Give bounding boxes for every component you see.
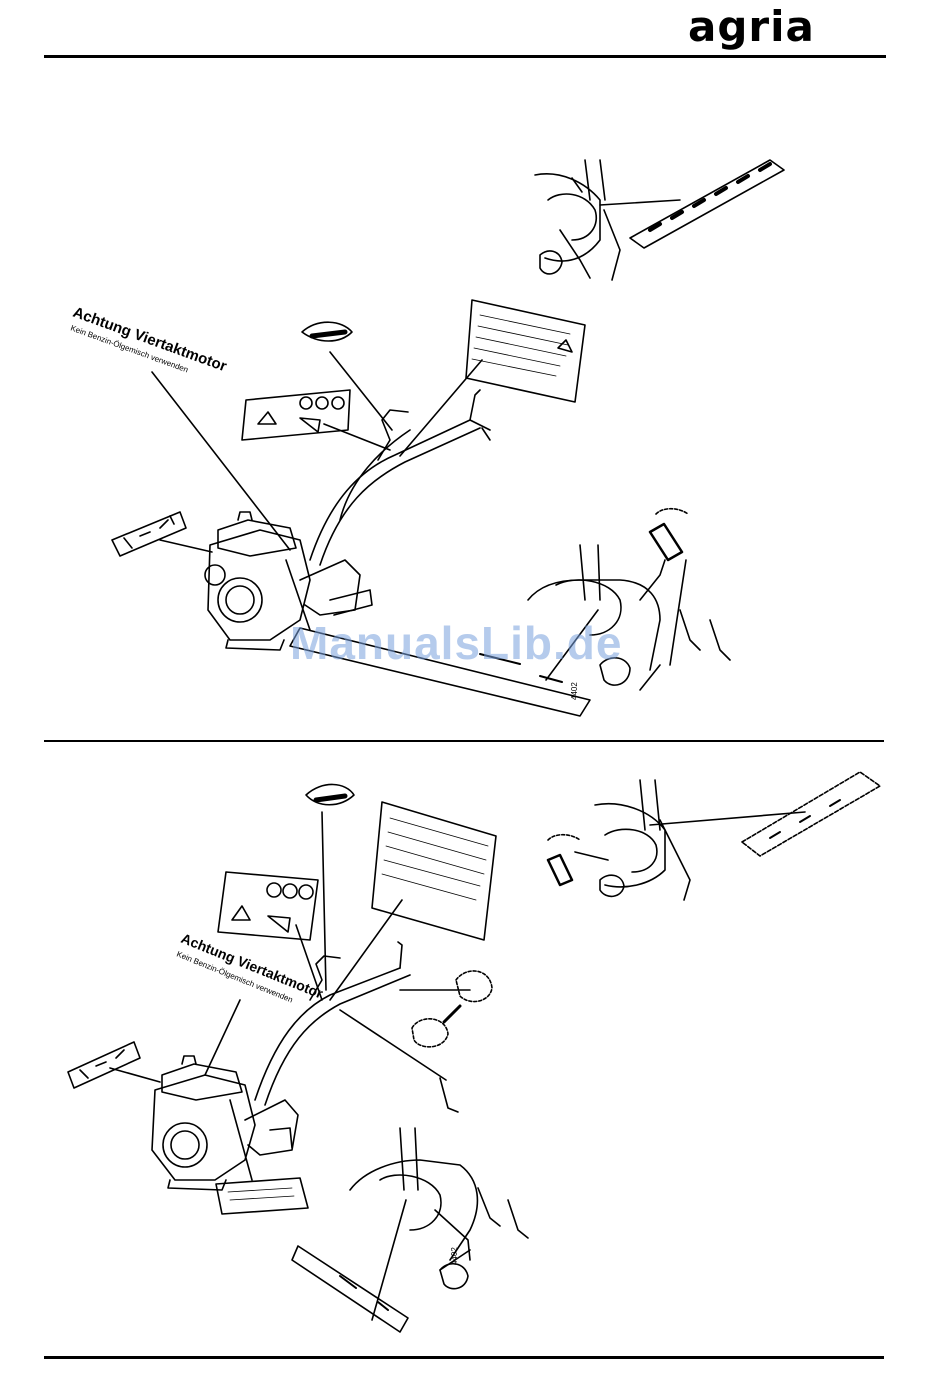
bottom-symbol-decal xyxy=(218,872,318,940)
watermark: ManualsLib.de xyxy=(290,616,670,670)
bottom-code: 4402 xyxy=(450,1247,459,1265)
bottom-floor-decal xyxy=(292,1246,408,1332)
bottom-hitch-detail xyxy=(575,780,805,900)
bottom-decal-strip xyxy=(742,772,880,856)
bottom-left-decal xyxy=(216,1178,308,1214)
top-decal-strip xyxy=(630,160,784,248)
bottom-gear-decal xyxy=(548,835,580,885)
bottom-speed-decal xyxy=(68,1042,140,1088)
top-instruction-decal xyxy=(466,300,585,402)
bottom-figure: Achtung Viertaktmotor Kein Benzin-Ölgemi… xyxy=(68,772,880,1332)
top-code: 4402 xyxy=(570,682,579,700)
bottom-instruction-decal xyxy=(372,802,496,940)
bottom-gear-icons xyxy=(412,971,492,1112)
top-hitch-detail xyxy=(535,160,680,280)
top-speed-decal xyxy=(112,512,186,556)
top-symbol-decal xyxy=(242,390,350,440)
bottom-lower-hitch-detail xyxy=(350,1128,477,1320)
bottom-selector-decals xyxy=(478,1188,528,1238)
